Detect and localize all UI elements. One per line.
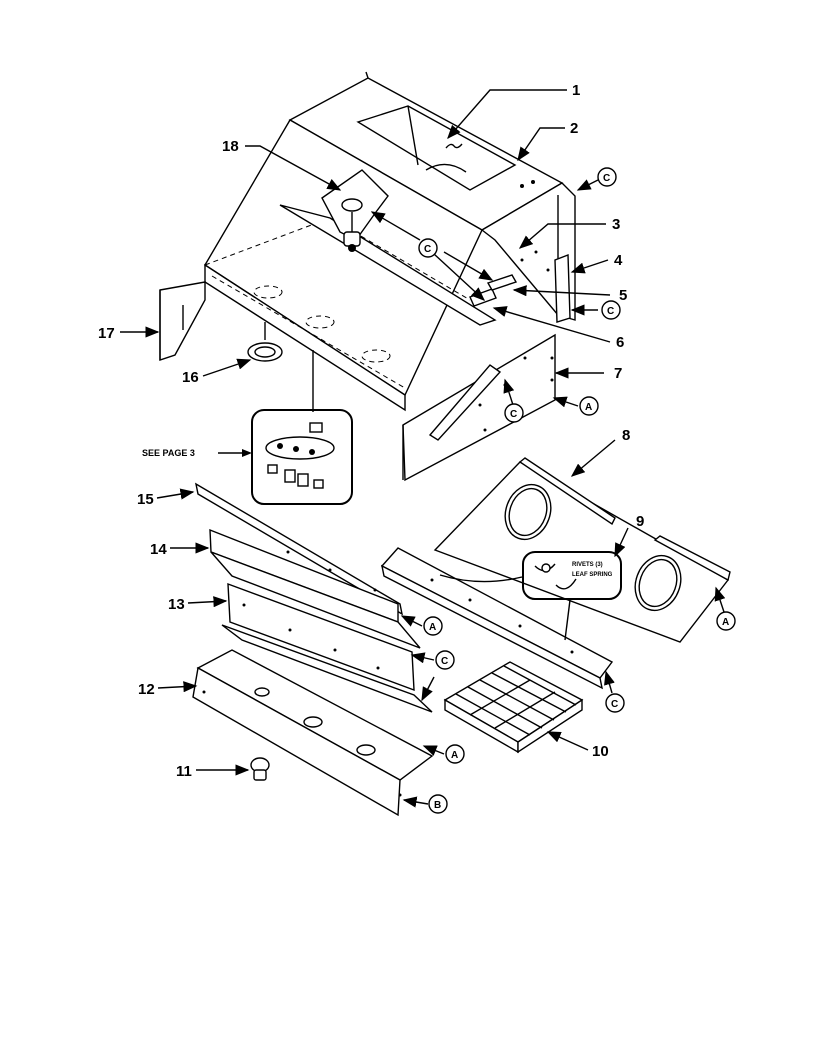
part-13-label: 13 [168,596,185,613]
ref-c-2: C [601,300,621,320]
part-1-label: 1 [572,82,580,99]
part-17-label: 17 [98,325,115,342]
part-8-label: 8 [622,427,630,444]
part-4-label: 4 [614,252,623,269]
part-5-label: 5 [619,287,627,304]
part-6-label: 6 [616,334,624,351]
svg-text:C: C [510,409,517,420]
part-16-label: 16 [182,369,199,386]
ref-a-2: A [423,616,443,636]
rivets-label: RIVETS (3) [572,562,603,568]
ref-c-1: C [597,167,617,187]
lower-panels [192,482,434,817]
part-7-label: 7 [614,365,622,382]
svg-text:A: A [722,617,729,628]
part-10-label: 10 [592,743,609,760]
svg-text:C: C [424,244,431,255]
svg-text:A: A [429,622,436,633]
part-15-label: 15 [137,491,154,508]
see-page-label: SEE PAGE 3 [142,448,195,458]
ref-a-3: A [445,744,465,764]
reference-callouts: C C C C A A C A B C A [418,167,736,814]
ref-a-1: A [579,396,599,416]
filter-assembly: RIVETS (3) LEAF SPRING [380,457,731,754]
part-3-label: 3 [612,216,620,233]
ref-a-4: A [716,611,736,631]
leaf-spring-label: LEAF SPRING [572,572,613,578]
part-11-label: 11 [176,763,192,780]
leader-lines [120,89,726,808]
ref-c-3: C [418,238,438,258]
part-12-label: 12 [138,681,155,698]
part-2-label: 2 [570,120,578,137]
see-page-inset: SEE PAGE 3 [142,409,353,505]
part-18-label: 18 [222,138,239,155]
svg-text:C: C [441,656,448,667]
ref-c-6: C [605,693,625,713]
svg-text:C: C [611,699,618,710]
svg-text:C: C [603,173,610,184]
part-14-label: 14 [150,541,167,558]
part-numbers: 1 2 3 4 5 6 7 8 9 10 11 12 13 14 15 16 1… [98,82,644,780]
svg-text:A: A [451,750,458,761]
svg-text:C: C [607,306,614,317]
part-9-label: 9 [636,513,644,530]
ref-c-4: C [504,403,524,423]
hood-assembly [159,71,576,482]
ref-b-1: B [428,794,448,814]
ref-c-5: C [435,650,455,670]
svg-text:A: A [585,402,592,413]
svg-text:B: B [434,800,441,811]
